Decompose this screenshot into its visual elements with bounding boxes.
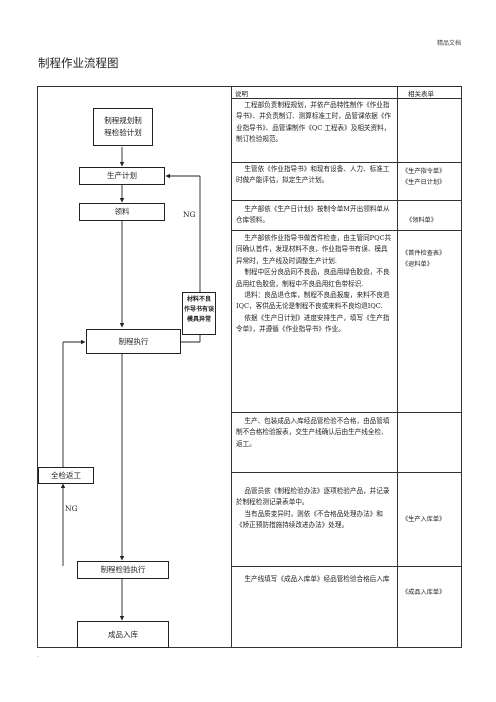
process-execution-box: 制程执行 xyxy=(86,329,181,354)
inspection-execution-box: 制程检验执行 xyxy=(77,561,169,579)
forms-cell: 《首件检查表》 《退料单》 xyxy=(402,250,446,269)
row-line xyxy=(231,472,462,473)
row-line xyxy=(231,98,462,99)
forms-cell: 《生产指令单》 《生产日计划》 xyxy=(402,168,446,187)
header-watermark: 精品文档 xyxy=(437,40,462,47)
forms-cell: 《成品入库单》 xyxy=(402,589,446,596)
description-cell: 生产部依作业指导书做首件检查，由主管同PQC共同确认首件，发现材料不良，作业指导… xyxy=(236,234,392,334)
warehousing-box: 成品入库 xyxy=(77,621,169,648)
ng-label: NG xyxy=(65,504,78,513)
material-requisition-box: 领料 xyxy=(79,203,165,221)
rework-box: 全检返工 xyxy=(38,467,94,484)
forms-cell: 《领料单》 xyxy=(406,217,437,224)
page-title: 制程作业流程图 xyxy=(38,56,119,70)
ng-label: NG xyxy=(183,210,196,219)
row-line xyxy=(231,230,462,231)
production-plan-box: 生产计划 xyxy=(79,167,165,185)
process-planning-box: 制程规划制 程检验计划 xyxy=(93,108,153,146)
description-cell: 工程部负责制程规划，并依产品特性制作《作业指导书》、并负责制订、测算标准工时，品… xyxy=(236,101,391,144)
column-header-forms: 相关表单 xyxy=(408,90,434,98)
row-line xyxy=(231,412,462,413)
flowchart-table xyxy=(37,86,462,648)
forms-cell: 《生产入库单》 xyxy=(402,516,446,523)
row-line xyxy=(231,566,462,567)
description-cell: 生产部依《生产日计划》按制令单M开出领料单从仓库领料。 xyxy=(236,205,390,225)
row-line xyxy=(231,200,462,201)
column-divider-right xyxy=(397,86,398,648)
description-cell: 生产线填写《成品入库单》经品管检验合格后入库 xyxy=(236,575,390,583)
footer-mark: . xyxy=(37,652,39,659)
row-line xyxy=(231,162,462,163)
description-cell: 生产、包装成品入库经品管检验不合格，由品管填制不合格检验报表，交生产线确认后由生… xyxy=(236,417,390,448)
column-header-description: 说明 xyxy=(235,90,248,98)
description-cell: 生管依《作业指导书》和现有设备、人力、标准工时做产能评估，拟定生产计划。 xyxy=(236,165,390,185)
anomaly-note-box: 材料不良 作导书有误 模具异常 xyxy=(182,292,216,335)
column-divider-left xyxy=(231,86,232,648)
description-cell: 品管员依《制程检验办法》逐项检验产品，并记录於制程检测记录表单中。 当有品质变异… xyxy=(236,487,390,530)
